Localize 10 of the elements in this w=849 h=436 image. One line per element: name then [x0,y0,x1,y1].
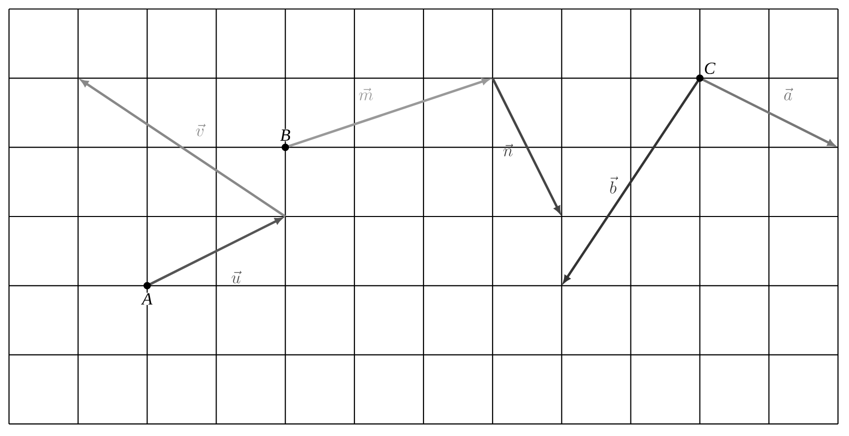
vector-label: $\vec{u}$ [232,270,242,284]
vector-label: $\vec{v}$ [196,124,206,136]
point-label: A [141,292,153,305]
vector-label: $\vec{n}$ [503,144,514,156]
point-label: C [703,62,716,75]
vector-label: $\vec{a}$ [784,88,794,100]
point-dot [144,282,151,290]
vector-label: $\vec{b}$ [610,176,618,194]
point-dot [696,74,704,82]
point-dot [282,144,290,151]
